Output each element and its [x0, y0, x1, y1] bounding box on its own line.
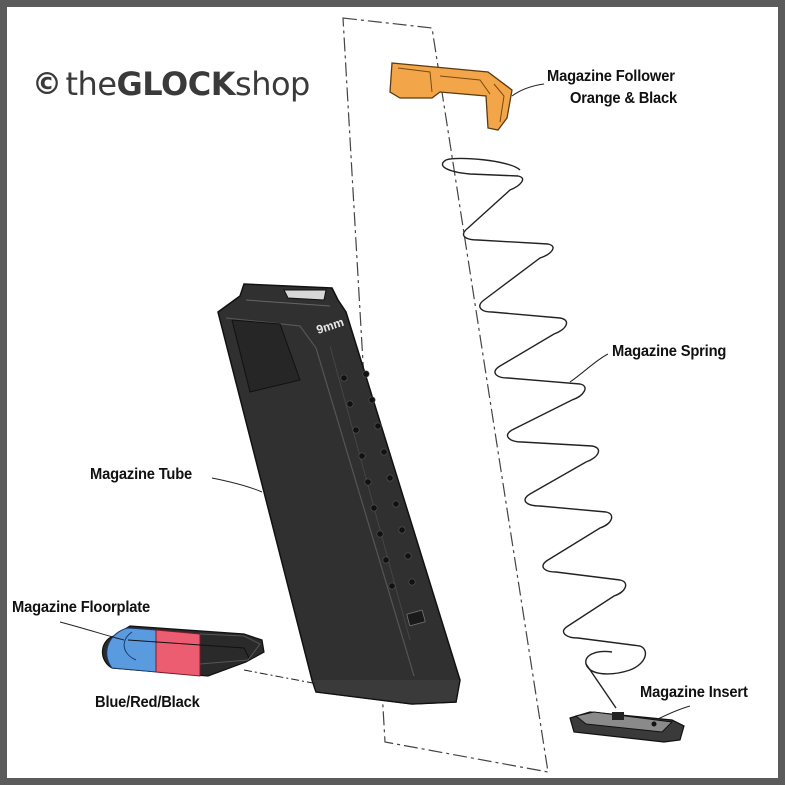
floorplate-colors-label: Blue/Red/Black: [95, 694, 200, 711]
magazine-insert: [569, 711, 685, 743]
copyright-icon: ©: [32, 66, 62, 102]
floorplate-leader: [59, 621, 125, 641]
tube-label: Magazine Tube: [90, 466, 193, 483]
follower-leader: [511, 83, 545, 97]
follower-label: Magazine Follower: [547, 68, 675, 85]
tube-leader: [211, 477, 263, 493]
floorplate-to-tube-guide: [243, 669, 319, 685]
brand-prefix: the: [65, 65, 118, 103]
magazine-follower: [389, 62, 513, 131]
insert-leader: [655, 705, 691, 721]
witness-holes: [340, 370, 416, 590]
brand-suffix: shop: [235, 65, 310, 103]
magazine-tube: 9mm: [217, 283, 461, 705]
magazine-spring: [441, 157, 647, 709]
follower-colors-label: Orange & Black: [570, 90, 678, 107]
spring-leader: [569, 353, 609, 383]
floorplate-label: Magazine Floorplate: [12, 599, 150, 616]
brand-bold: GLOCK: [116, 65, 236, 103]
spring-label: Magazine Spring: [612, 343, 727, 360]
leader-lines: [59, 83, 691, 721]
insert-label: Magazine Insert: [640, 684, 748, 701]
magazine-floorplate: [101, 625, 265, 677]
